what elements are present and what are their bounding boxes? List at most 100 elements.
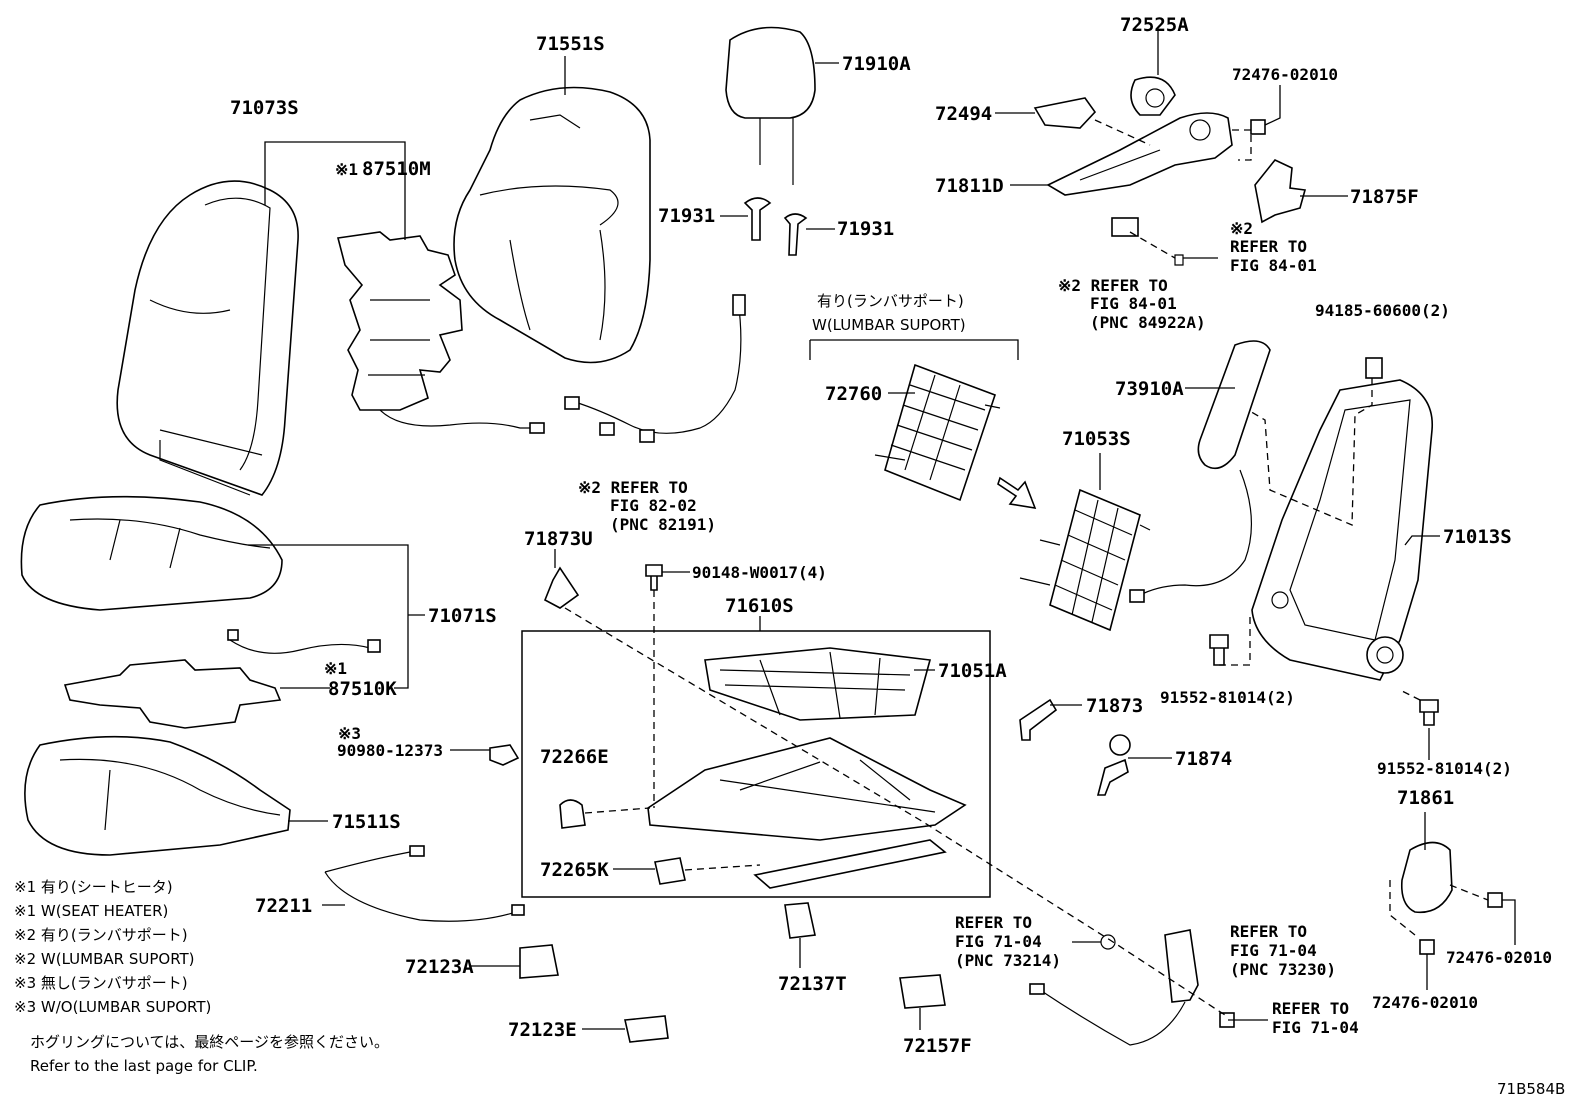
legend-line-2: ※1 W(SEAT HEATER)	[14, 902, 168, 920]
part-71551S-backrest-pad	[453, 86, 651, 364]
label-72476-02010-r1: 72476-02010	[1446, 948, 1552, 967]
label-ref82-3: (PNC 82191)	[610, 515, 716, 534]
footer-notes: ホグリングについては、最終ページを参照ください。 Refer to the la…	[30, 1033, 389, 1075]
label-90148: 90148-W0017(4)	[692, 563, 827, 582]
part-71874-cover	[1096, 734, 1131, 796]
label-ref71-b-1: REFER TO	[1230, 922, 1307, 941]
label-ref71-c-1: REFER TO	[1272, 999, 1349, 1018]
label-72760: 72760	[825, 383, 882, 405]
label-ref84-right-2: FIG 84-01	[1230, 256, 1317, 275]
legend-line-6: ※3 W/O(LUMBAR SUPORT)	[14, 998, 211, 1016]
label-91552-a: 91552-81014(2)	[1160, 688, 1295, 707]
part-71073S-seatback-cover	[116, 180, 299, 496]
part-72266E-cover	[559, 799, 586, 829]
label-73910A: 73910A	[1115, 378, 1184, 400]
part-72476-screw-top	[1250, 119, 1266, 135]
label-71071S: 71071S	[428, 605, 497, 627]
label-72137T: 72137T	[778, 973, 847, 995]
part-wire-harness	[564, 294, 746, 443]
label-ref84-mid-3: (PNC 84922A)	[1090, 313, 1206, 332]
label-71053S: 71053S	[1062, 428, 1131, 450]
part-91552-bolt-b	[1419, 699, 1439, 726]
part-73910A-lumbar-assembly	[1129, 340, 1271, 603]
label-71873U: 71873U	[524, 528, 593, 550]
part-72476-screw-right-1	[1487, 892, 1503, 908]
label-ref71-a-2: FIG 71-04	[955, 932, 1042, 951]
label-71511S: 71511S	[332, 811, 401, 833]
label-87510M: 87510M	[362, 158, 431, 180]
part-72476-screw-right-2	[1419, 939, 1435, 955]
label-ref82-1: ※2 REFER TO	[578, 478, 688, 497]
part-72123E-clip	[624, 1015, 669, 1043]
part-71931-headrest-guide-left	[743, 197, 772, 241]
part-71910A-headrest	[725, 26, 816, 185]
legend: ※1 有り(シートヒータ) ※1 W(SEAT HEATER) ※2 有り(ラン…	[14, 878, 211, 1016]
label-71910A: 71910A	[842, 53, 911, 75]
label-71013S: 71013S	[1443, 526, 1512, 548]
part-72265K-cover	[654, 857, 686, 885]
part-71071S-cushion-cover	[20, 495, 283, 611]
label-71051A: 71051A	[938, 660, 1007, 682]
label-71551S: 71551S	[536, 33, 605, 55]
label-71861: 71861	[1397, 787, 1454, 809]
part-71873U-cover	[543, 566, 580, 609]
label-ref84-right-mark: ※2	[1230, 219, 1253, 238]
legend-line-5: ※3 無し(ランバサポート)	[14, 974, 188, 992]
label-figure-code: 71B584B	[1497, 1080, 1565, 1098]
part-71875F-cover	[1254, 159, 1307, 224]
label-ref71-b-3: (PNC 73230)	[1230, 960, 1336, 979]
part-72137T-clip	[784, 902, 816, 939]
label-lumbar-jp: 有り(ランバサポート)	[817, 292, 964, 310]
label-72211: 72211	[255, 895, 312, 917]
label-71875F: 71875F	[1350, 186, 1419, 208]
legend-line-3: ※2 有り(ランバサポート)	[14, 926, 188, 944]
part-90148-screw	[645, 564, 663, 591]
clip-note-en: Refer to the last page for CLIP.	[30, 1057, 258, 1075]
label-lumbar-en: W(LUMBAR SUPORT)	[812, 316, 966, 334]
leader-lines	[248, 30, 1516, 1030]
label-ref71-a-1: REFER TO	[955, 913, 1032, 932]
label-72265K: 72265K	[540, 859, 609, 881]
part-71053S-lumbar-support	[1019, 488, 1151, 632]
part-87510K-cushion-heater	[63, 629, 381, 729]
part-71873-cover	[1019, 698, 1058, 741]
part-72123A-clip	[519, 944, 559, 979]
part-71051A-seat-spring	[704, 647, 932, 721]
label-72157F: 72157F	[903, 1035, 972, 1057]
label-ref71-b-2: FIG 71-04	[1230, 941, 1317, 960]
part-71610S-frame-box	[521, 630, 991, 898]
label-90980-mark: ※3	[338, 724, 361, 743]
part-72760-lumbar-support	[874, 363, 1001, 502]
label-72525A: 72525A	[1120, 14, 1189, 36]
label-87510K-mark: ※1	[324, 659, 347, 678]
part-71811D-side-shield	[1046, 112, 1233, 196]
label-ref84-mid-1: ※2 REFER TO	[1058, 276, 1168, 295]
part-72494-cover	[1033, 97, 1097, 129]
label-ref84-right-1: REFER TO	[1230, 237, 1307, 256]
label-71073S: 71073S	[230, 97, 299, 119]
label-72476-02010-r2: 72476-02010	[1372, 993, 1478, 1012]
part-91552-bolt-a	[1209, 634, 1229, 666]
label-ref71-c-2: FIG 71-04	[1272, 1018, 1359, 1037]
part-71931-headrest-guide-right	[783, 213, 808, 256]
label-72123A: 72123A	[405, 956, 474, 978]
part-72211-wire	[324, 845, 525, 922]
part-94185-nut	[1365, 357, 1383, 379]
label-90980: 90980-12373	[337, 741, 443, 760]
part-71861-cover	[1400, 841, 1453, 914]
clip-note-jp: ホグリングについては、最終ページを参照ください。	[30, 1033, 389, 1051]
label-72266E: 72266E	[540, 746, 609, 768]
label-ref82-2: FIG 82-02	[610, 496, 697, 515]
part-72157F-clip	[899, 974, 946, 1009]
part-labels: 71073S 71551S 71910A 72525A 72476-02010 …	[230, 14, 1565, 1098]
label-71873: 71873	[1086, 695, 1143, 717]
label-72494: 72494	[935, 103, 992, 125]
label-71931-left: 71931	[658, 205, 715, 227]
legend-line-1: ※1 有り(シートヒータ)	[14, 878, 173, 896]
label-71811D: 71811D	[935, 175, 1004, 197]
part-87510M-back-heater	[337, 231, 545, 434]
label-ref71-a-3: (PNC 73214)	[955, 951, 1061, 970]
part-seat-frame-adjuster	[647, 737, 967, 889]
label-ref84-mid-2: FIG 84-01	[1090, 294, 1177, 313]
